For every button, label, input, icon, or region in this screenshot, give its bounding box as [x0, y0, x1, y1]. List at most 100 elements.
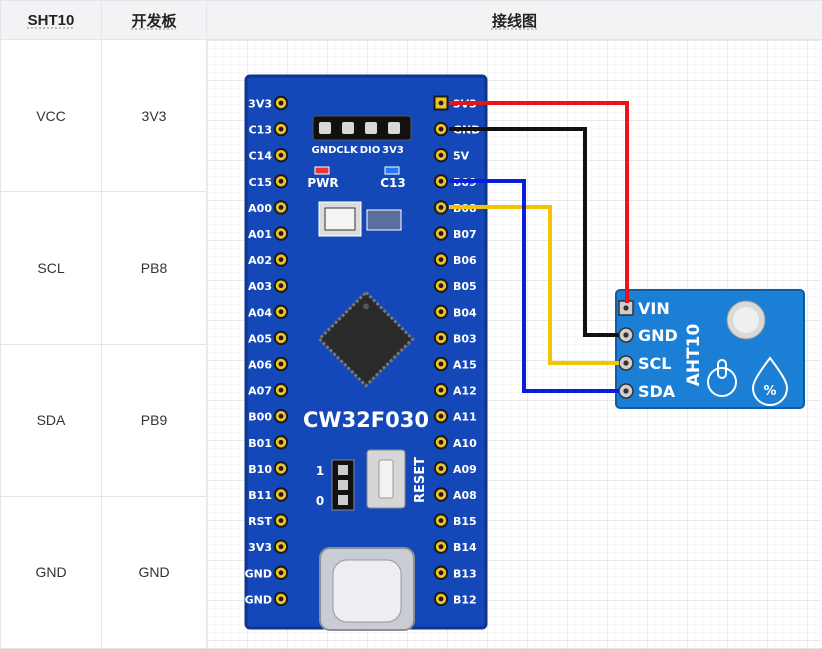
right-pin-hole	[438, 126, 444, 132]
left-pin-hole	[278, 178, 284, 184]
pwr-led	[314, 166, 330, 175]
right-pin-hole	[438, 152, 444, 158]
left-pin-label: A00	[248, 202, 272, 215]
right-pin-hole	[438, 439, 444, 445]
sensor-pin-hole	[623, 305, 629, 311]
right-pin-label: B03	[453, 332, 477, 345]
left-pin-label: A01	[248, 228, 272, 241]
left-pin-label: 3V3	[248, 98, 272, 111]
left-pin-hole	[278, 492, 284, 497]
right-pin-hole	[438, 361, 444, 367]
usb-c-inner	[332, 559, 402, 623]
wiring-diagram: 3V3C13C14C15A00A01A02A03A04A05A06A07B00B…	[207, 40, 821, 649]
jumper-pin	[338, 480, 348, 490]
right-pin-label: A11	[453, 411, 477, 424]
left-pin-hole	[278, 257, 284, 262]
left-pin-hole	[278, 596, 284, 602]
left-pin-label: B11	[248, 489, 272, 502]
left-pin-hole	[278, 544, 284, 550]
sensor-pin-hole	[623, 388, 629, 394]
pwr-label: PWR	[307, 176, 338, 190]
right-pin-label: B12	[453, 593, 477, 606]
swd-label: 3V3	[382, 145, 404, 156]
left-pin-hole	[278, 518, 284, 523]
right-pin-hole	[438, 518, 444, 523]
swd-label: DIO	[360, 145, 381, 156]
wire-scl	[449, 205, 619, 365]
sensor-chip-inner	[733, 307, 759, 333]
right-pin-hole	[438, 100, 444, 106]
left-pin-label: C14	[249, 150, 273, 163]
board-pin-cell: PB9	[101, 343, 207, 497]
left-pin-label: C15	[249, 176, 272, 189]
crystal-body	[324, 207, 356, 231]
table-row: GND GND	[0, 495, 822, 649]
board-pin-cell: GND	[101, 495, 207, 649]
right-pin-label: A10	[453, 437, 477, 450]
left-pin-label: 3V3	[248, 541, 272, 554]
wire-sda	[449, 179, 619, 393]
reset-button-cap	[378, 459, 394, 499]
right-pin-hole	[438, 544, 444, 550]
c13-label: C13	[380, 176, 406, 190]
left-pin-hole	[278, 439, 284, 445]
board-name: CW32F030	[303, 408, 429, 432]
left-pin-hole	[278, 100, 284, 106]
mcu-dot	[363, 303, 369, 310]
right-pin-label: 5V	[453, 150, 470, 163]
right-pin-hole	[438, 387, 444, 393]
regulator-chip	[366, 209, 402, 231]
left-pin-hole	[278, 309, 284, 315]
board-pin-cell: PB8	[101, 191, 207, 345]
left-pin-hole	[278, 466, 284, 471]
left-pin-hole	[278, 387, 284, 393]
humidity-symbol: %	[763, 384, 776, 399]
header-board: 开发板	[101, 0, 207, 40]
left-pin-hole	[278, 570, 284, 576]
jumper-label-0: 0	[316, 494, 324, 508]
thermometer-stem	[717, 359, 727, 379]
left-pin-label: A06	[248, 359, 272, 372]
sensor-pin-label: SCL	[638, 354, 671, 373]
right-pin-hole	[438, 309, 444, 315]
swd-header	[312, 115, 412, 141]
right-pin-label: B06	[453, 254, 477, 267]
table-header-row: SHT10 开发板 接线图	[0, 0, 822, 40]
swd-header-pin	[319, 122, 331, 134]
sensor-pin-label: SDA	[638, 382, 676, 401]
left-pin-label: C13	[249, 124, 272, 137]
right-pin-label: A09	[453, 463, 477, 476]
left-pin-label: A07	[248, 385, 272, 398]
left-pin-hole	[278, 335, 284, 341]
left-pin-hole	[278, 126, 284, 132]
swd-label: GND	[312, 145, 337, 156]
left-pin-hole	[278, 231, 284, 236]
right-pin-label: A12	[453, 385, 477, 398]
right-pin-label: B07	[453, 228, 477, 241]
left-pin-hole	[278, 205, 284, 210]
left-pin-label: A03	[248, 280, 272, 293]
left-pin-label: A04	[248, 306, 272, 319]
jumper-label-1: 1	[316, 464, 324, 478]
right-pin-label: B05	[453, 280, 477, 293]
sensor-name: AHT10	[684, 324, 704, 387]
swd-header-pin	[388, 122, 400, 134]
swd-header-pin	[342, 122, 354, 134]
humidity-drop-icon	[751, 356, 789, 406]
left-pin-label: A02	[248, 254, 272, 267]
sensor-pin-cell: VCC	[0, 38, 102, 193]
header-sht10: SHT10	[0, 0, 102, 40]
table-row: SCL PB8	[0, 191, 822, 345]
right-pin-hole	[438, 596, 444, 602]
jumper-pin	[338, 495, 348, 505]
right-pin-label: B13	[453, 567, 477, 580]
right-pin-hole	[438, 178, 444, 184]
left-pin-label: B00	[248, 411, 272, 424]
dev-board: 3V3C13C14C15A00A01A02A03A04A05A06A07B00B…	[244, 74, 488, 631]
sensor-pin-label: VIN	[638, 299, 670, 318]
left-pin-hole	[278, 152, 284, 158]
